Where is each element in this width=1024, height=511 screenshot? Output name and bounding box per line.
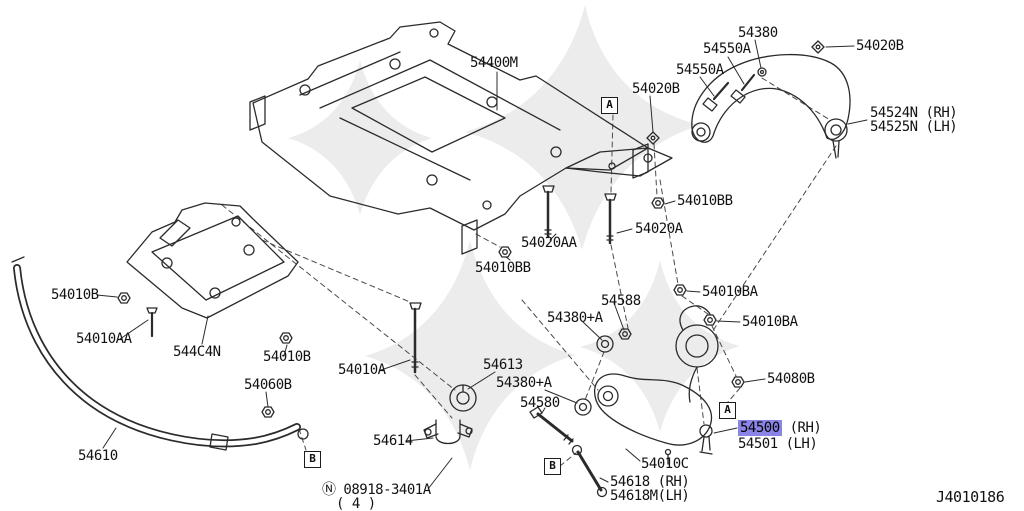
upper-control-arm-54524N-drawing xyxy=(691,53,851,159)
part-number-text[interactable]: 54588 xyxy=(601,293,641,309)
part-label-54010B[interactable]: 54010B xyxy=(263,349,311,365)
section-marker-B-4: B xyxy=(544,458,561,475)
part-number-text[interactable]: 54380+A xyxy=(496,375,552,391)
part-number-text[interactable]: 54524N (RH) xyxy=(870,105,958,121)
watermark xyxy=(288,5,740,470)
part-label-54525NLH[interactable]: 54525N (LH) xyxy=(870,119,958,135)
bolt-icons xyxy=(146,67,767,445)
part-label-54010B[interactable]: 54010B xyxy=(51,287,99,303)
part-label-54580[interactable]: 54580 xyxy=(520,395,560,411)
part-label-54010C[interactable]: 54010C xyxy=(641,456,689,472)
part-label-54020B[interactable]: 54020B xyxy=(856,38,904,54)
part-label-54010BA[interactable]: 54010BA xyxy=(742,314,798,330)
subframe-54400M-drawing xyxy=(249,21,673,255)
part-number-text[interactable]: 54020AA xyxy=(521,235,577,251)
part-number-text[interactable]: 54010BA xyxy=(702,284,758,300)
front-stay-544C4N-drawing xyxy=(126,202,299,319)
part-number-text[interactable]: 54010B xyxy=(51,287,99,303)
part-label-54020AA[interactable]: 54020AA xyxy=(521,235,577,251)
part-number-text[interactable]: 54380+A xyxy=(547,310,603,326)
section-marker-B-3: B xyxy=(304,451,321,468)
part-label-54010BA[interactable]: 54010BA xyxy=(702,284,758,300)
part-label-54610[interactable]: 54610 xyxy=(78,448,118,464)
part-number-text[interactable]: 54525N (LH) xyxy=(870,119,958,135)
part-label-54010A[interactable]: 54010A xyxy=(338,362,386,378)
part-label-54080B[interactable]: 54080B xyxy=(767,371,815,387)
part-number-text[interactable]: 54020B xyxy=(856,38,904,54)
note-quantity: ( 4 ) xyxy=(336,496,376,511)
leader-lines xyxy=(96,39,868,490)
part-label-54010AA[interactable]: 54010AA xyxy=(76,331,132,347)
part-label-54400M[interactable]: 54400M xyxy=(470,55,518,71)
part-number-suffix: (RH) xyxy=(781,420,822,436)
part-number-text[interactable]: 54010AA xyxy=(76,331,132,347)
part-number-text[interactable]: 54020A xyxy=(635,221,683,237)
part-number-text[interactable]: 54380 xyxy=(738,25,778,41)
part-label-54020A[interactable]: 54020A xyxy=(635,221,683,237)
part-number-text[interactable]: 54010A xyxy=(338,362,386,378)
part-number-text[interactable]: 54501 (LH) xyxy=(738,436,818,452)
part-label-54613[interactable]: 54613 xyxy=(483,357,523,373)
part-number-text: ( 4 ) xyxy=(336,496,376,511)
part-number-text[interactable]: 54010BB xyxy=(677,193,733,209)
part-number-text[interactable]: 54010C xyxy=(641,456,689,472)
note-part-label-08918-3401A[interactable]: Ⓝ 08918-3401A xyxy=(322,482,431,498)
part-label-54380+A[interactable]: 54380+A xyxy=(496,375,552,391)
part-label-54500-selected[interactable]: 54500 (RH) xyxy=(738,420,822,436)
part-label-54010BB[interactable]: 54010BB xyxy=(475,260,531,276)
lower-control-arm-54500-drawing xyxy=(594,305,719,465)
part-number-text[interactable]: 54580 xyxy=(520,395,560,411)
part-label-54524NRH[interactable]: 54524N (RH) xyxy=(870,105,958,121)
part-number-text[interactable]: 54010BB xyxy=(475,260,531,276)
stabilizer-bushing-54613-drawing xyxy=(449,384,477,412)
part-number-text[interactable]: 54400M xyxy=(470,55,518,71)
part-label-54020B[interactable]: 54020B xyxy=(632,81,680,97)
part-label-54550A[interactable]: 54550A xyxy=(676,62,724,78)
part-number-text[interactable]: 54550A xyxy=(676,62,724,78)
part-label-54380+A[interactable]: 54380+A xyxy=(547,310,603,326)
section-marker-A-1: A xyxy=(601,97,618,114)
nut-icons xyxy=(117,40,825,418)
part-label-54588[interactable]: 54588 xyxy=(601,293,641,309)
bushing-washer-stack-drawing xyxy=(574,335,614,416)
part-number-text[interactable]: 54020B xyxy=(632,81,680,97)
stabilizer-link-54618-drawing xyxy=(571,444,608,498)
part-number-text[interactable]: 54550A xyxy=(703,41,751,57)
part-number-text[interactable]: Ⓝ 08918-3401A xyxy=(322,482,431,498)
part-label-54060B[interactable]: 54060B xyxy=(244,377,292,393)
part-label-54614[interactable]: 54614 xyxy=(373,433,413,449)
stabilizer-bracket-54614-drawing xyxy=(423,419,473,445)
part-number-text[interactable]: 54618M(LH) xyxy=(610,488,690,504)
part-number-text[interactable]: 54610 xyxy=(78,448,118,464)
highlighted-part-number[interactable]: 54500 xyxy=(738,420,782,436)
part-label-54618RH[interactable]: 54618 (RH) xyxy=(610,474,690,490)
part-label-54501LH[interactable]: 54501 (LH) xyxy=(738,436,818,452)
part-number-text[interactable]: 54010B xyxy=(263,349,311,365)
part-number-text[interactable]: 54613 xyxy=(483,357,523,373)
part-number-text[interactable]: 54010BA xyxy=(742,314,798,330)
part-label-54380[interactable]: 54380 xyxy=(738,25,778,41)
part-number-text[interactable]: 54060B xyxy=(244,377,292,393)
stabilizer-bar-54610-drawing xyxy=(11,256,309,451)
part-label-54618MLH[interactable]: 54618M(LH) xyxy=(610,488,690,504)
part-label-544C4N[interactable]: 544C4N xyxy=(173,344,221,360)
part-number-text[interactable]: 54080B xyxy=(767,371,815,387)
part-number-text[interactable]: 54618 (RH) xyxy=(610,474,690,490)
section-marker-A-2: A xyxy=(719,402,736,419)
part-number-text[interactable]: 54614 xyxy=(373,433,413,449)
drawing-code: J4010186 xyxy=(936,488,1005,506)
part-number-text[interactable]: 544C4N xyxy=(173,344,221,360)
part-label-54550A[interactable]: 54550A xyxy=(703,41,751,57)
part-label-54010BB[interactable]: 54010BB xyxy=(677,193,733,209)
